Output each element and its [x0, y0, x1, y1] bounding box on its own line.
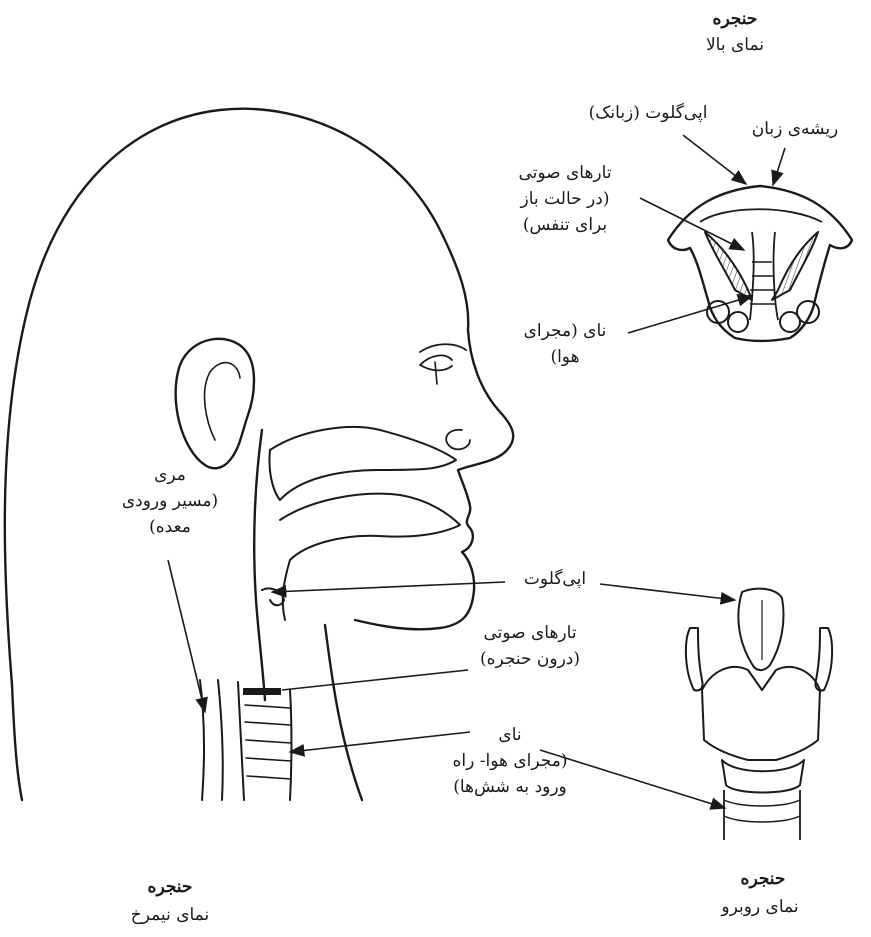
vocal-cords-bar: [243, 688, 281, 695]
vocal-cords-line-1: تارهای صوتی: [455, 620, 605, 646]
top-view-title: حنجره: [705, 6, 765, 32]
top-vocal-cords-line-3: برای تنفس): [505, 212, 625, 238]
trachea-profile: [238, 682, 244, 800]
top-vocal-cords-line-2: (در حالت باز: [505, 186, 625, 212]
trachea-line-3: ورود به شش‌ها): [410, 774, 610, 800]
arrow-epiglottis-left: [272, 582, 505, 592]
head-profile: [5, 109, 513, 800]
arrow-epiglottis-right: [600, 584, 735, 600]
profile-label-vocal-cords: تارهای صوتی (درون حنجره): [455, 620, 605, 672]
vocal-cords-line-2: (درون حنجره): [455, 646, 605, 672]
top-trachea-line-2: هوا): [505, 344, 625, 370]
top-label-trachea: نای (مجرای هوا): [505, 318, 625, 370]
pharynx-wall: [254, 430, 265, 700]
head-outline: [5, 109, 513, 685]
profile-label-esophagus: مری (مسیر ورودی معده): [100, 462, 240, 540]
esophagus-line-1: مری: [100, 462, 240, 488]
arrow-tongue-root: [773, 148, 785, 185]
top-view-subtitle: نمای بالا: [675, 32, 795, 58]
larynx-top-view: [668, 186, 852, 341]
profile-view-subtitle: نمای نیمرخ: [110, 902, 230, 928]
leader-lines: [168, 135, 785, 808]
nostril: [446, 430, 470, 450]
epiglottis-front: [738, 589, 783, 671]
front-view-title: حنجره: [723, 866, 803, 892]
top-vocal-cords-line-1: تارهای صوتی: [505, 160, 625, 186]
arrow-top-epiglottis: [683, 135, 746, 184]
arrow-esophagus: [168, 560, 205, 712]
arrow-top-trachea: [628, 296, 752, 333]
nasal-cavity: [269, 427, 456, 500]
top-label-epiglottis: اپی‌گلوت (زبانک): [568, 100, 728, 126]
esophagus-line-3: معده): [100, 514, 240, 540]
arrow-vocal-cords: [282, 670, 468, 690]
tongue: [280, 494, 460, 560]
ear: [176, 339, 254, 468]
profile-label-epiglottis: اپی‌گلوت: [510, 566, 600, 592]
trachea-line-1: نای: [410, 722, 610, 748]
top-trachea-line-1: نای (مجرای: [505, 318, 625, 344]
arrow-top-vocal-cords: [640, 198, 744, 250]
trachea-line-2: (مجرای هوا- راه: [410, 748, 610, 774]
neck-front: [325, 625, 362, 800]
top-label-tongue-root: ریشه‌ی زبان: [730, 116, 860, 142]
neck-back: [12, 685, 22, 800]
profile-view-title: حنجره: [130, 874, 210, 900]
top-label-vocal-cords: تارهای صوتی (در حالت باز برای تنفس): [505, 160, 625, 238]
esophagus-line-2: (مسیر ورودی: [100, 488, 240, 514]
profile-label-trachea: نای (مجرای هوا- راه ورود به شش‌ها): [410, 722, 610, 800]
front-view-subtitle: نمای روبرو: [700, 894, 820, 920]
